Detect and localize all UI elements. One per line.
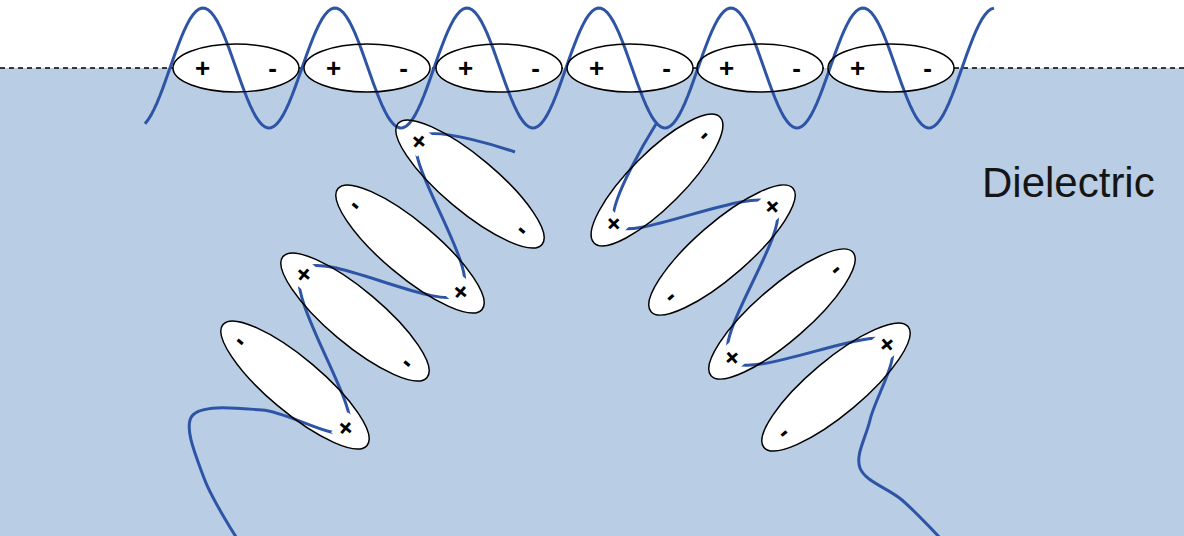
ellipse-shape: [266, 236, 445, 398]
charge-sign: +: [404, 126, 434, 157]
charge-sign: -: [661, 55, 672, 81]
charge-sign: -: [398, 55, 409, 81]
charge-sign: -: [396, 348, 421, 375]
ellipse-outline: [264, 234, 446, 399]
ellipse-shape: [747, 306, 926, 468]
charge-sign: +: [872, 329, 902, 360]
charge-sign: +: [457, 55, 474, 81]
ellipse-outline: [172, 43, 300, 93]
material-label: Dielectric: [982, 160, 1155, 206]
ellipse-shape: [173, 44, 299, 92]
charge-sign: +: [757, 191, 787, 222]
dipole-ellipse: -+: [632, 167, 812, 334]
dipole-ellipse: +-: [692, 231, 872, 398]
dipole-ellipse: +-: [435, 43, 563, 93]
ellipse-shape: [304, 44, 430, 92]
dipole-ellipse: +-: [303, 43, 431, 93]
dipole-ellipse: -+: [745, 304, 927, 469]
guided-wave: [189, 134, 515, 536]
ellipse-outline: [379, 101, 561, 266]
charge-sign: -: [229, 327, 254, 354]
charge-sign: +: [325, 55, 342, 81]
ellipse-shape: [321, 168, 500, 330]
ellipse-outline: [319, 166, 501, 331]
charge-sign: -: [822, 255, 847, 282]
ellipse-shape: [697, 44, 823, 92]
ellipse-outline: [745, 304, 927, 469]
dipole-ellipse: -+: [204, 302, 386, 467]
dipole-ellipse: +-: [379, 101, 561, 266]
dipole-ellipse: +-: [172, 43, 300, 93]
charge-sign: -: [511, 215, 536, 242]
charge-sign: +: [849, 55, 866, 81]
ellipse-outline: [566, 43, 694, 93]
ellipse-fill: [206, 304, 385, 466]
charge-sign: -: [530, 55, 541, 81]
charge-sign: +: [717, 342, 747, 373]
dipole-ellipse: -+: [319, 166, 501, 331]
dipole-ellipse: +-: [827, 43, 955, 93]
charge-sign: +: [289, 259, 319, 290]
ellipse-outline: [827, 43, 955, 93]
ellipse-fill: [747, 306, 926, 468]
ellipse-shape: [206, 304, 385, 466]
ellipse-fill: [697, 44, 823, 92]
ellipse-shape: [693, 232, 870, 396]
ellipse-shape: [633, 168, 810, 332]
ellipse-outline: [696, 43, 824, 93]
charge-sign: +: [718, 55, 735, 81]
ellipse-outline: [574, 97, 741, 264]
dielectric-region: [0, 68, 1184, 536]
ellipse-outline: [303, 43, 431, 93]
charge-sign: +: [588, 55, 605, 81]
ellipse-fill: [567, 44, 693, 92]
charge-sign: -: [791, 55, 802, 81]
charge-sign: -: [690, 121, 716, 147]
dipole-ellipse: +-: [264, 234, 446, 399]
charge-sign: -: [770, 418, 795, 445]
ellipse-fills: [173, 44, 954, 468]
charge-sign: +: [331, 412, 361, 443]
ellipse-outline: [435, 43, 563, 93]
dipole-ellipse: +-: [696, 43, 824, 93]
ellipse-shape: [381, 103, 560, 265]
charge-sign: +: [194, 55, 211, 81]
charge-sign: +: [598, 208, 629, 239]
charge-sign: -: [922, 55, 933, 81]
charge-sign: -: [657, 282, 682, 309]
charge-sign: -: [344, 191, 369, 218]
dipole-ellipse: +-: [566, 43, 694, 93]
guided-wave: [613, 124, 942, 536]
charge-sign: +: [446, 276, 476, 307]
charge-sign: -: [267, 55, 278, 81]
ellipse-shape: [828, 44, 954, 92]
dipole-ellipse: +-: [574, 97, 741, 264]
ellipse-outline: [632, 167, 812, 334]
ellipse-shape: [436, 44, 562, 92]
ellipse-outline: [692, 231, 872, 398]
surface-wave: [145, 8, 994, 128]
ellipse-outline: [204, 302, 386, 467]
ellipse-shape: [567, 44, 693, 92]
ellipse-shape: [575, 98, 739, 262]
